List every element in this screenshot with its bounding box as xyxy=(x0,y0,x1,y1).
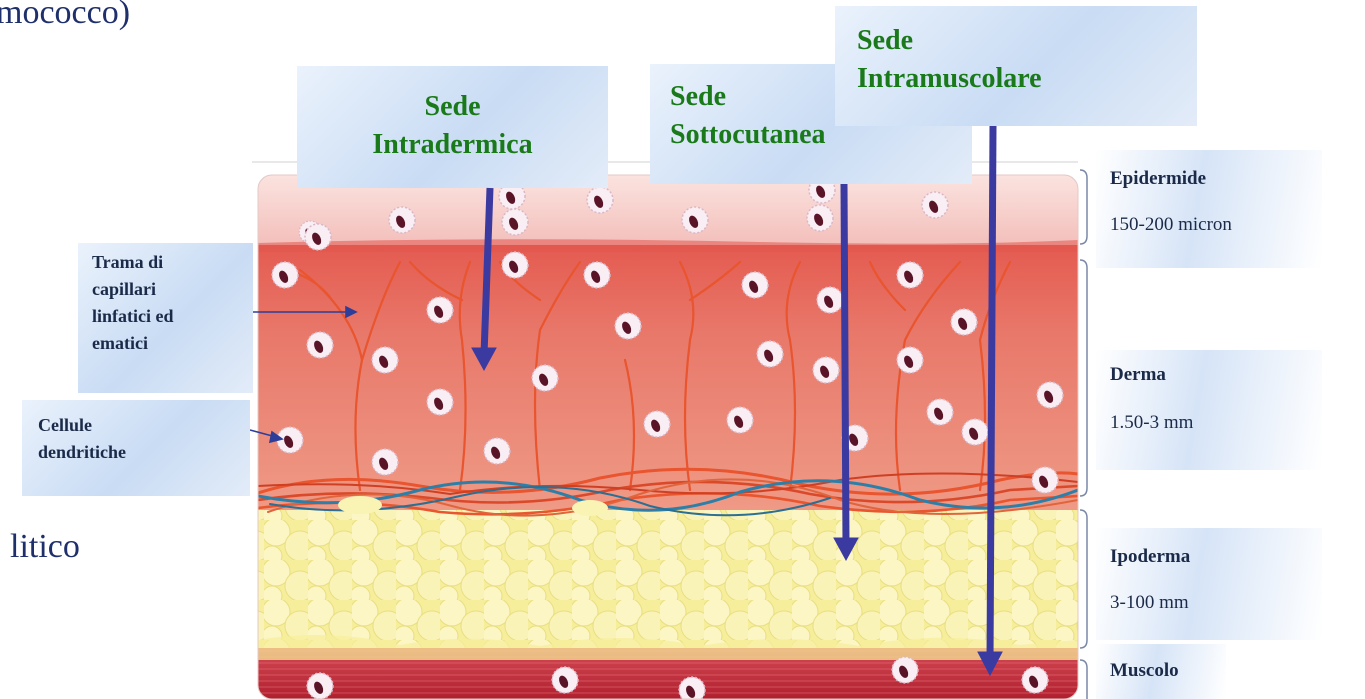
site-intramuscular-line1: Sede xyxy=(857,22,1197,60)
layer-dermis-box: Derma 1.50-3 mm xyxy=(1096,350,1322,470)
capillaries-line2: capillari xyxy=(92,276,239,303)
layer-muscle-name: Muscolo xyxy=(1110,660,1226,682)
site-intradermal-line2: Intradermica xyxy=(297,126,608,164)
hypodermis-bracket xyxy=(1080,510,1087,648)
layer-epidermis-box: Epidermide 150-200 micron xyxy=(1096,150,1322,268)
site-intramuscular-line2: Intramuscolare xyxy=(857,60,1197,98)
layer-hypodermis-depth: 3-100 mm xyxy=(1110,592,1322,614)
layer-hypodermis-name: Ipoderma xyxy=(1110,546,1322,568)
layer-dermis-name: Derma xyxy=(1110,364,1322,386)
layer-epidermis-name: Epidermide xyxy=(1110,168,1322,190)
site-intradermal-line1: Sede xyxy=(297,88,608,126)
dendritic-label-box: Cellule dendritiche xyxy=(22,400,250,496)
epidermis-bracket xyxy=(1080,170,1087,244)
capillaries-line3: linfatici ed xyxy=(92,303,239,330)
dendritic-line1: Cellule xyxy=(38,412,236,439)
hypodermis-layer xyxy=(258,500,1078,648)
layer-muscle-box: Muscolo xyxy=(1096,644,1226,699)
capillaries-label-box: Trama di capillari linfatici ed ematici xyxy=(78,243,253,393)
site-intramuscular-box: Sede Intramuscolare xyxy=(835,6,1197,126)
layer-hypodermis-box: Ipoderma 3-100 mm xyxy=(1096,528,1322,640)
dendritic-line2: dendritiche xyxy=(38,439,236,466)
capillaries-line4: ematici xyxy=(92,330,239,357)
capillaries-line1: Trama di xyxy=(92,249,239,276)
layer-epidermis-depth: 150-200 micron xyxy=(1110,214,1322,236)
layer-dermis-depth: 1.50-3 mm xyxy=(1110,412,1322,434)
dermis-bracket xyxy=(1080,260,1087,496)
site-intradermal-box: Sede Intradermica xyxy=(297,66,608,188)
muscle-bracket xyxy=(1080,660,1087,699)
